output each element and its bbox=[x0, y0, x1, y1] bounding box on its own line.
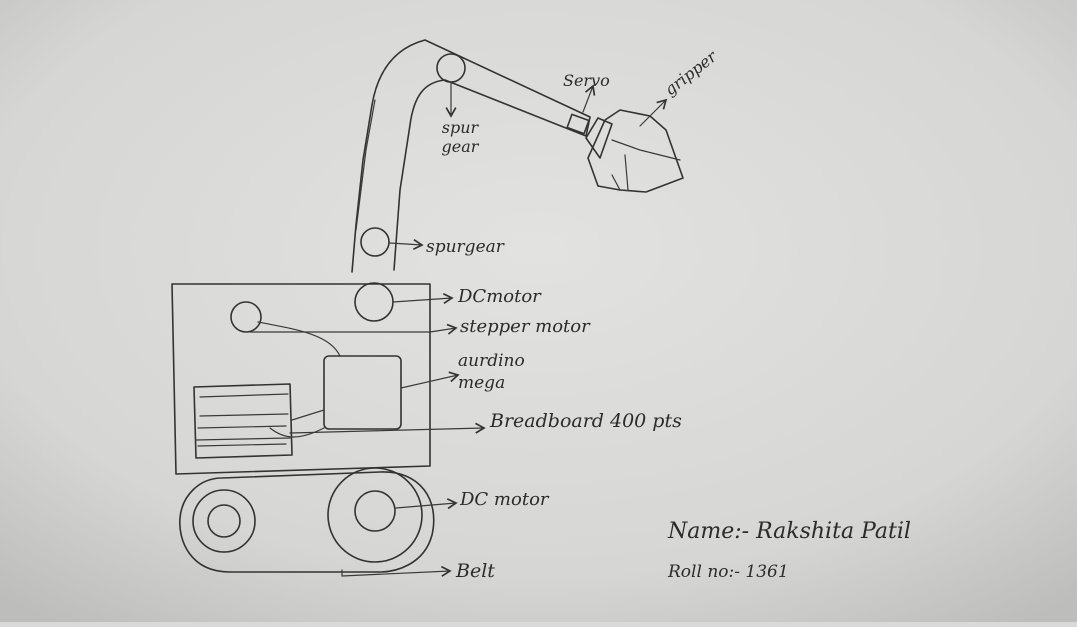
label-servo: Servo bbox=[563, 71, 610, 90]
label-belt: Belt bbox=[455, 560, 495, 582]
label-arduino-mega: aurdino mega bbox=[458, 350, 538, 394]
label-spur-gear-top-wrap: spur gear bbox=[425, 118, 495, 178]
label-spur-gear-mid: spurgear bbox=[426, 237, 505, 257]
student-roll-number: Roll no:- 1361 bbox=[667, 562, 789, 582]
label-spur-gear-top: spur gear bbox=[425, 118, 495, 156]
label-dc-motor-bottom: DC motor bbox=[459, 489, 550, 510]
label-arduino-wrap: aurdino mega bbox=[458, 350, 568, 406]
label-breadboard: Breadboard 400 pts bbox=[489, 410, 682, 432]
label-dc-motor-top: DCmotor bbox=[457, 286, 542, 307]
student-name: Name:- Rakshita Patil bbox=[667, 519, 911, 544]
label-stepper-motor: stepper motor bbox=[460, 316, 591, 337]
